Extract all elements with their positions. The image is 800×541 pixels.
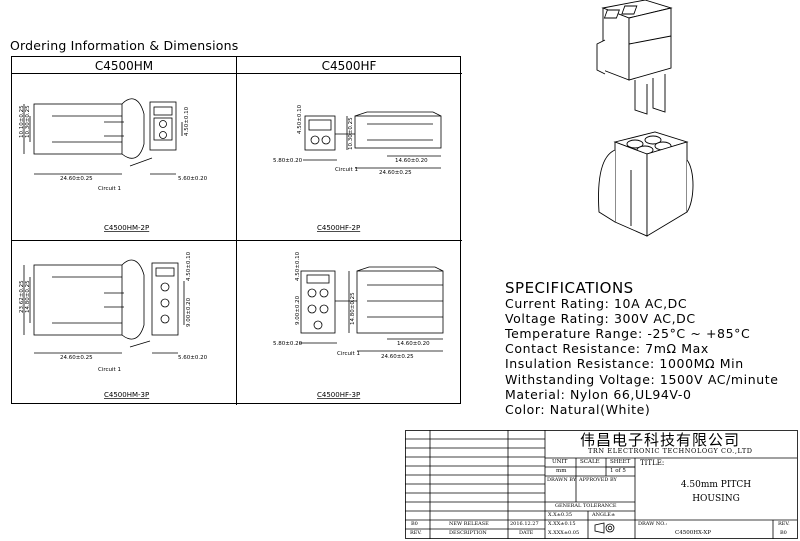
dim-hm3-height: 23.62±0.25	[19, 280, 25, 313]
spec-temperature-range: Temperature Range: -25°C ~ +85°C	[505, 326, 751, 341]
grid-row-divider	[12, 240, 462, 241]
title-line-1: 4.50mm PITCH	[680, 480, 752, 490]
drawing-hm-3p: 23.62±0.25 14.80±0.25 4.50±0.10 9.00±0.2…	[19, 251, 208, 399]
dim-hm3-pitch: 4.50±0.10	[186, 251, 192, 281]
dim-hm3-inner: 14.80±0.25	[25, 280, 31, 313]
general-tolerance-label: GENERAL TOLERANCE	[555, 503, 617, 509]
dim-hm3-span: 9.00±0.20	[186, 297, 192, 327]
spec-withstanding-voltage: Withstanding Voltage: 1500V AC/minute	[505, 372, 779, 387]
caption-hm-2p: C4500HM-2P	[104, 224, 149, 232]
dim-hf3-width: 5.80±0.20	[273, 341, 303, 347]
spec-material: Material: Nylon 66,UL94V-0	[505, 387, 692, 402]
revision-row-rev: B0	[411, 521, 418, 527]
column-header-hf: C4500HF	[321, 59, 377, 73]
spec-color: Color: Natural(White)	[505, 402, 651, 417]
ordering-grid: C4500HM C4500HF 10.10±0.25 10.30±0.25 4.…	[11, 56, 462, 405]
title-line-2: HOUSING	[692, 494, 740, 504]
sheet-value: 1 of 5	[610, 468, 626, 474]
tolerance-3: X.XXX±0.05	[548, 530, 580, 536]
company-name-cn: 伟昌电子科技有限公司	[580, 431, 741, 449]
draw-no-label: DRAW NO.:	[638, 521, 668, 527]
revision-row-date: 2016.12.27	[510, 521, 539, 527]
male-housing-illustration	[596, 0, 673, 115]
caption-hf-3p: C4500HF-3P	[317, 391, 360, 399]
spec-insulation-resistance: Insulation Resistance: 1000MΩ Min	[505, 356, 744, 371]
connector-3d-illustrations	[596, 0, 694, 237]
dim-hf3-height: 14.80±0.25	[350, 292, 356, 325]
label-hm3-circuit: Circuit 1	[98, 367, 121, 373]
scale-label: SCALE	[580, 459, 600, 465]
dim-hf2-length-b: 24.60±0.25	[379, 170, 412, 176]
grid-vertical-divider	[236, 57, 237, 405]
drawing-hm-2p: 10.10±0.25 10.30±0.25 4.50±0.10 24.60±0.…	[19, 98, 208, 232]
page-heading: Ordering Information & Dimensions	[10, 38, 239, 53]
dim-hm2-width: 5.60±0.20	[178, 176, 208, 182]
drawing-hf-3p: 4.50±0.10 9.00±0.20 14.80±0.25 5.80±0.20…	[273, 251, 444, 399]
title-label: TITLE:	[640, 459, 665, 467]
revision-head-description: DESCRIPTION	[449, 530, 487, 536]
dim-hm3-length: 24.60±0.25	[60, 355, 93, 361]
dim-hf3-span: 9.00±0.20	[295, 295, 301, 325]
revision-head-date: DATE	[519, 530, 534, 536]
dim-hm2-inner: 10.30±0.25	[25, 105, 31, 138]
company-name-en: TRN ELECTRONIC TECHNOLOGY CO.,LTD	[588, 447, 753, 455]
spec-current-rating: Current Rating: 10A AC,DC	[505, 296, 688, 311]
dim-hm2-length: 24.60±0.25	[60, 176, 93, 182]
rev-label: REV.	[778, 521, 790, 527]
label-hf3-circuit: Circuit 1	[337, 351, 360, 357]
grid-header-divider	[12, 73, 462, 74]
dim-hf2-length-a: 14.60±0.20	[395, 158, 428, 164]
drawn-by-label: DRAWN BY	[547, 477, 577, 483]
tolerance-2: X.XX±0.15	[548, 521, 576, 527]
angle-label: ANGLE±	[592, 512, 616, 518]
spec-contact-resistance: Contact Resistance: 7mΩ Max	[505, 341, 709, 356]
caption-hm-3p: C4500HM-3P	[104, 391, 149, 399]
label-hf2-circuit: Circuit 1	[335, 167, 358, 173]
unit-label: UNIT	[552, 459, 568, 465]
drawing-hf-2p: 4.50±0.10 10.30±0.25 5.80±0.20 14.60±0.2…	[273, 104, 442, 232]
female-housing-illustration	[598, 131, 694, 237]
approved-by-label: APPROVED BY	[579, 477, 617, 483]
sheet-label: SHEET	[610, 459, 631, 465]
dim-hm2-height: 10.10±0.25	[19, 105, 25, 138]
specifications-title: SPECIFICATIONS	[505, 279, 634, 297]
dim-hm3-width: 5.60±0.20	[178, 355, 208, 361]
spec-voltage-rating: Voltage Rating: 300V AC,DC	[505, 311, 696, 326]
rev-value: B0	[780, 530, 787, 536]
dim-hf3-pitch: 4.50±0.10	[295, 251, 301, 281]
dim-hf2-pitch: 4.50±0.10	[297, 104, 303, 134]
projection-symbol-icon	[594, 522, 615, 534]
title-block: 伟昌电子科技有限公司 TRN ELECTRONIC TECHNOLOGY CO.…	[405, 430, 798, 539]
dim-hf3-length-b: 24.60±0.25	[381, 354, 414, 360]
draw-no-value: C4500HX-XP	[675, 530, 711, 536]
dim-hf3-length-a: 14.60±0.20	[397, 341, 430, 347]
caption-hf-2p: C4500HF-2P	[317, 224, 360, 232]
column-header-hm: C4500HM	[94, 59, 154, 73]
label-hm2-circuit: Circuit 1	[98, 186, 121, 192]
dim-hm2-pitch: 4.50±0.10	[184, 106, 190, 136]
tolerance-1: X.X±0.35	[548, 512, 573, 518]
unit-value: mm	[556, 468, 567, 474]
dim-hf2-width: 5.80±0.20	[273, 158, 303, 164]
revision-head-rev: REV.	[410, 530, 422, 536]
revision-row-description: NEW RELEASE	[449, 521, 489, 527]
title-block-grid	[405, 430, 798, 539]
dim-hf2-height: 10.30±0.25	[348, 117, 354, 150]
